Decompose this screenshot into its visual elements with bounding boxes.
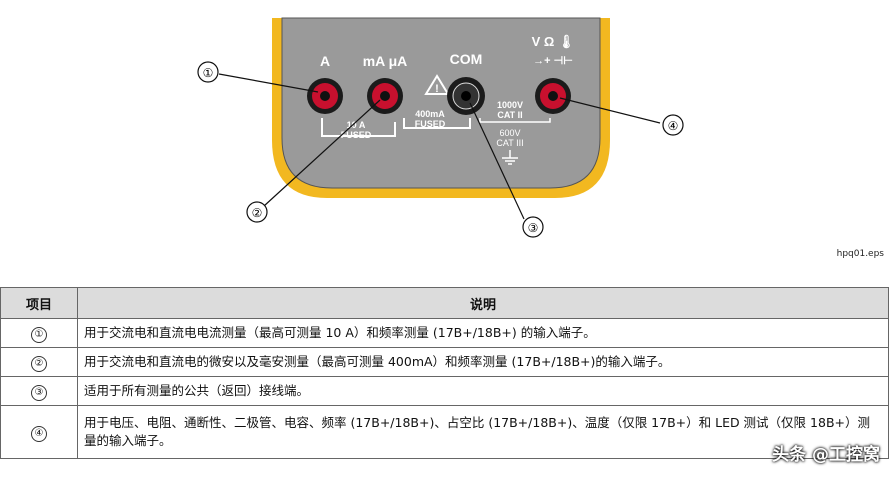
- table-row: ② 用于交流电和直流电的微安以及毫安测量（最高可测量 400mA）和频率测量 (…: [0, 347, 889, 377]
- multimeter-figure: A mA μA COM V Ω 🌡 →+ ⊣⊢ !: [197, 17, 884, 259]
- meter-face: [281, 17, 601, 189]
- table-row: ③ 适用于所有测量的公共（返回）接线端。: [0, 376, 889, 406]
- diode-capacitor-symbol: →+ ⊣⊢: [533, 54, 573, 67]
- callout-2: ②: [246, 201, 268, 223]
- svg-text:③: ③: [528, 221, 539, 235]
- fuse-a-amp: 10 A: [347, 120, 366, 130]
- callout-1: ①: [197, 61, 219, 83]
- terminal-label-a: A: [320, 53, 330, 69]
- jack-a: [307, 78, 343, 114]
- fuse-bracket-a: [321, 118, 396, 137]
- cat-rating-1b: CAT II: [497, 110, 522, 120]
- svg-text:!: !: [435, 83, 439, 95]
- row-number: ③: [31, 384, 47, 401]
- terminal-description-table: 项目 说明 ① 用于交流电和直流电电流测量（最高可测量 10 A）和频率测量 (…: [0, 287, 889, 459]
- cat-rating-2: 600V: [499, 128, 520, 138]
- table-row: ① 用于交流电和直流电电流测量（最高可测量 10 A）和频率测量 (17B+/1…: [0, 318, 889, 348]
- fuse-a-text: FUSED: [341, 130, 372, 140]
- header-item: 项目: [0, 287, 78, 319]
- terminal-label-com: COM: [450, 51, 483, 67]
- terminal-label-v: V Ω 🌡: [532, 34, 575, 49]
- row-description: 用于电压、电阻、通断性、二极管、电容、频率 (17B+/18B+)、占空比 (1…: [77, 405, 889, 459]
- warning-icon: !: [424, 74, 450, 95]
- jack-v: [535, 78, 571, 114]
- file-label: hpq01.eps: [836, 249, 884, 259]
- row-number: ②: [31, 355, 47, 372]
- jack-ma: [367, 78, 403, 114]
- svg-text:④: ④: [668, 119, 679, 133]
- svg-text:①: ①: [203, 66, 214, 80]
- header-description: 说明: [77, 287, 889, 319]
- terminal-label-ma: mA μA: [363, 53, 408, 69]
- ground-icon: [502, 150, 518, 165]
- cat-bracket: [479, 118, 551, 123]
- table-row: ④ 用于电压、电阻、通断性、二极管、电容、频率 (17B+/18B+)、占空比 …: [0, 405, 889, 459]
- fuse-ma-text: FUSED: [415, 119, 446, 129]
- table-header-row: 项目 说明: [0, 287, 889, 319]
- row-description: 用于交流电和直流电的微安以及毫安测量（最高可测量 400mA）和频率测量 (17…: [77, 347, 889, 377]
- fuse-bracket-ma: [403, 118, 471, 129]
- callout-4: ④: [662, 114, 684, 136]
- callout-3: ③: [522, 216, 544, 238]
- jack-com: [447, 77, 485, 115]
- cat-rating-1: 1000V: [497, 100, 523, 110]
- row-number: ④: [31, 425, 47, 442]
- row-description: 用于交流电和直流电电流测量（最高可测量 10 A）和频率测量 (17B+/18B…: [77, 318, 889, 348]
- row-number: ①: [31, 326, 47, 343]
- fuse-ma-amp: 400mA: [415, 109, 445, 119]
- watermark: 头条 @工控窝: [772, 445, 880, 465]
- leader-lines: [218, 73, 661, 220]
- svg-text:②: ②: [252, 206, 263, 220]
- cat-rating-2b: CAT III: [496, 138, 523, 148]
- row-description: 适用于所有测量的公共（返回）接线端。: [77, 376, 889, 406]
- terminal-diagram: A mA μA COM V Ω 🌡 →+ ⊣⊢ !: [197, 17, 684, 238]
